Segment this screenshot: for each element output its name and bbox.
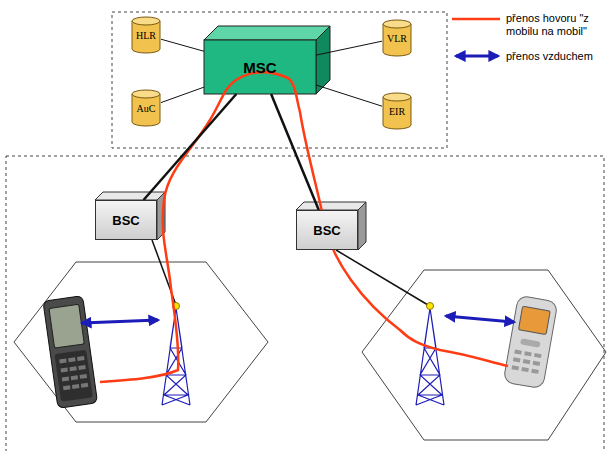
box-top [296, 202, 366, 210]
call-path [100, 72, 508, 382]
mobile-phone [503, 295, 558, 389]
node-label: VLR [387, 33, 407, 44]
box-side [358, 202, 366, 250]
node-label: EIR [389, 106, 405, 117]
node-label: HLR [136, 30, 156, 41]
box-top [204, 26, 330, 40]
legend-line-sample [452, 18, 500, 21]
connector-line [161, 87, 204, 102]
switching-center-box: MSC [204, 40, 316, 94]
cell-hexagon [14, 262, 268, 422]
node-label: AuC [137, 103, 156, 114]
core-area [112, 12, 447, 148]
cell-hexagon [362, 270, 606, 440]
legend-text: přenos vzduchem [506, 50, 606, 63]
air-link-arrow [446, 316, 514, 322]
antenna-dot [427, 303, 434, 310]
database-cylinder: AuC [131, 89, 161, 127]
legend-text: přenos hovoru "z mobilu na mobil" [506, 12, 606, 38]
connector-line [316, 41, 382, 55]
database-cylinder: VLR [382, 19, 412, 57]
database-cylinder: EIR [382, 92, 412, 130]
radio-area [6, 156, 604, 451]
controller-box: BSC [95, 200, 157, 240]
box-side [316, 26, 330, 94]
mobile-phone [43, 296, 98, 409]
air-link-arrow [82, 320, 158, 323]
connector-line [271, 94, 319, 210]
database-cylinder: HLR [131, 16, 161, 54]
box-top [95, 192, 165, 200]
connector-line [161, 39, 204, 51]
node-label: BSC [112, 213, 139, 228]
box-front [204, 40, 316, 94]
node-label: BSC [313, 223, 340, 238]
antenna-tower [416, 308, 444, 405]
controller-box: BSC [296, 210, 358, 250]
node-label: MSC [243, 59, 276, 76]
legend-arrow-sample [456, 55, 498, 58]
connector-line [316, 85, 382, 106]
